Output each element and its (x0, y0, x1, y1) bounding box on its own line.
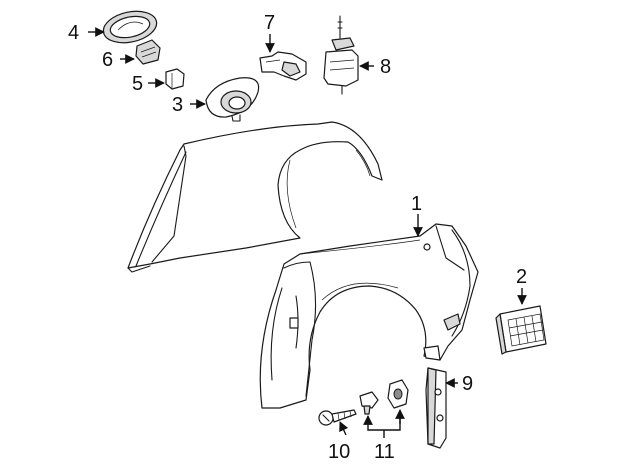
callout-8: 8 (380, 56, 391, 78)
callout-11: 11 (374, 441, 395, 463)
bracket-11 (367, 414, 401, 431)
fuel-pocket-part-3 (205, 77, 260, 122)
callout-4: 4 (68, 22, 79, 44)
mud-guard-part-9 (425, 367, 447, 449)
clip-part-6 (135, 39, 161, 65)
callout-7: 7 (264, 12, 275, 34)
leader-10 (339, 421, 349, 436)
quarter-outer-skin (127, 121, 383, 273)
quarter-inner-panel-part-1 (259, 223, 479, 409)
callout-9: 9 (462, 373, 473, 395)
bumper-part-5 (165, 68, 185, 90)
fuel-door-part-4 (102, 10, 158, 44)
screw-part-10 (318, 409, 357, 426)
callout-10: 10 (328, 441, 350, 463)
callout-5: 5 (132, 73, 143, 95)
clip-and-nut-part-11 (359, 379, 409, 415)
callout-6: 6 (102, 49, 113, 71)
vent-grille-part-2 (495, 305, 547, 355)
bracket-part-7 (259, 51, 307, 81)
callout-2: 2 (516, 266, 527, 288)
leader-lines (88, 27, 527, 438)
callout-3: 3 (172, 94, 183, 116)
actuator-part-8 (323, 15, 359, 95)
callout-1: 1 (411, 193, 422, 215)
callout-numbers: 1 2 3 4 5 6 7 8 9 10 11 (68, 12, 527, 463)
